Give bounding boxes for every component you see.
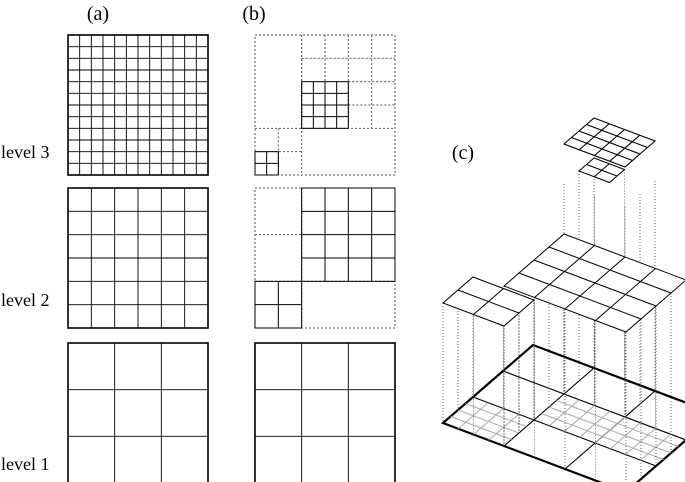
- panel-label-b: (b): [242, 3, 265, 25]
- level-1-label: level 1: [1, 454, 49, 474]
- layer-grid-line: [518, 272, 642, 320]
- panel-c-3d-stack: [440, 117, 685, 482]
- panel-b-level-3-adaptive-grid: [254, 34, 396, 176]
- panel-b-level-1-grid: [254, 342, 396, 482]
- base-detail-line: [548, 406, 672, 454]
- grid-border: [67, 34, 209, 176]
- level-3-label: level 3: [1, 142, 49, 162]
- grid-border: [254, 280, 303, 329]
- layer-border: [503, 233, 685, 333]
- panel-label-a: (a): [87, 3, 109, 25]
- grid-border: [254, 151, 279, 176]
- base-detail-line: [465, 403, 527, 427]
- base-detail-line: [541, 413, 664, 460]
- layer-grid-line: [586, 164, 618, 177]
- panel-a-level-2-grid: [67, 187, 209, 329]
- panel-label-c: (c): [452, 142, 474, 164]
- grid-border: [67, 342, 209, 482]
- base-border: [440, 343, 685, 482]
- layer-grid-line: [578, 130, 641, 155]
- level-2-label: level 2: [1, 290, 49, 310]
- grid-border: [301, 81, 349, 129]
- base-detail-line: [457, 409, 520, 434]
- grid-border: [254, 342, 396, 482]
- grid-border: [301, 187, 396, 282]
- grid-border: [67, 187, 209, 329]
- layer-grid-line: [571, 136, 633, 162]
- layer-grid-line: [533, 259, 657, 307]
- panel-b-level-2-adaptive-grid: [254, 187, 396, 329]
- layer-grid-line: [595, 268, 656, 321]
- panel-a-level-3-grid: [67, 34, 209, 176]
- layer-grid-line: [609, 134, 641, 162]
- layer-border: [578, 157, 626, 184]
- base-detail-line: [556, 400, 679, 447]
- layer-border: [562, 117, 657, 168]
- layer-border: [442, 276, 535, 327]
- layer-grid-line: [457, 289, 520, 314]
- base-detail-line: [450, 416, 512, 440]
- panel-a-level-1-grid: [67, 342, 209, 482]
